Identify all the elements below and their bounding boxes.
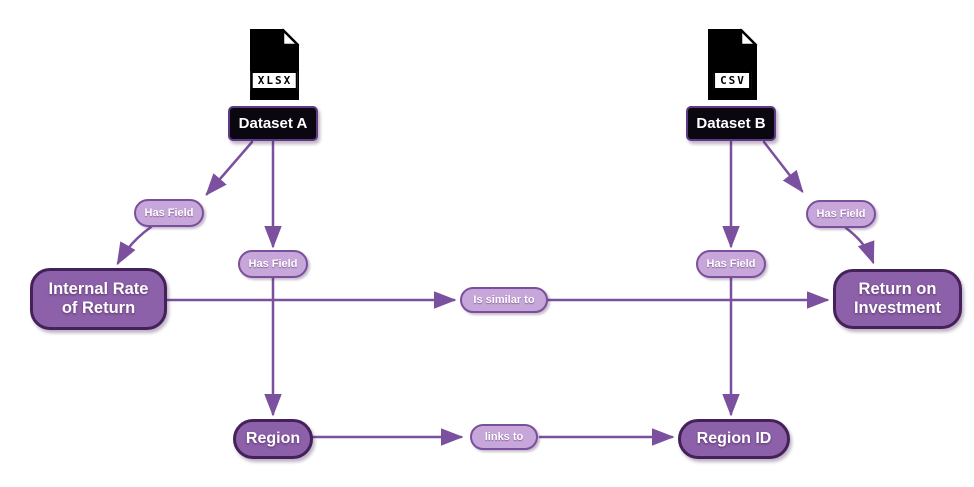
node-region-id[interactable]: Region ID <box>678 419 790 459</box>
csv-file-icon: CSV <box>704 28 760 101</box>
edge-label-has-field-2[interactable]: Has Field <box>238 250 308 278</box>
document-icon <box>708 28 758 100</box>
edge-label-is-similar-to[interactable]: Is similar to <box>460 287 548 313</box>
edge-label-has-field-4[interactable]: Has Field <box>806 200 876 228</box>
edge-label-links-to[interactable]: links to <box>470 424 538 450</box>
node-region[interactable]: Region <box>233 419 313 459</box>
edge-label-has-field-3[interactable]: Has Field <box>696 250 766 278</box>
node-internal-rate-of-return[interactable]: Internal Rate of Return <box>30 268 167 330</box>
node-label: Return on Investment <box>853 279 942 317</box>
node-label: Dataset B <box>696 115 766 132</box>
node-dataset-a[interactable]: Dataset A <box>228 106 318 141</box>
node-label: Region <box>245 429 301 447</box>
edge-dataset-a-to-hasfield-1 <box>205 140 254 196</box>
node-label: Region ID <box>696 429 772 447</box>
node-return-on-investment[interactable]: Return on Investment <box>833 269 962 329</box>
document-icon <box>250 28 300 100</box>
file-type-badge: CSV <box>713 71 751 90</box>
edge-label-has-field-1[interactable]: Has Field <box>134 199 204 227</box>
node-label: Internal Rate of Return <box>48 279 149 317</box>
xlsx-file-icon: XLSX <box>246 28 302 101</box>
edge-hasfield-1-to-irr <box>116 225 153 266</box>
file-type-badge: XLSX <box>250 71 298 90</box>
edge-hasfield-4-to-roi <box>844 226 875 265</box>
node-dataset-b[interactable]: Dataset B <box>686 106 776 141</box>
edge-dataset-b-to-hasfield-4 <box>762 140 804 193</box>
node-label: Dataset A <box>238 115 308 132</box>
